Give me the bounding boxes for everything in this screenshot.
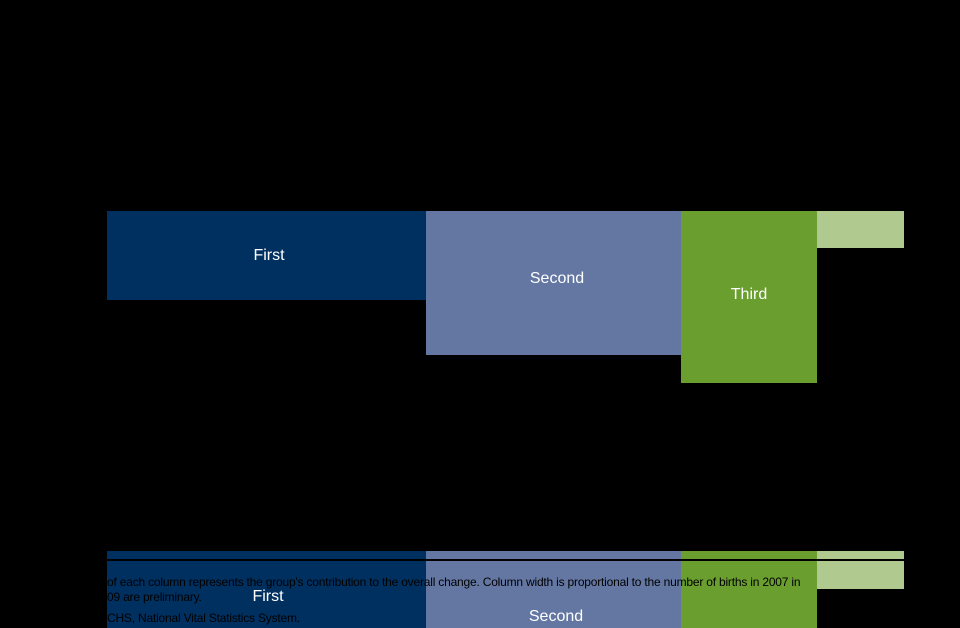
zero-axis-line-top (107, 210, 904, 211)
footnote-line-1-clip: of each column represents the group's co… (107, 575, 904, 589)
bar-second-top (426, 211, 681, 355)
footnote-line-3: CHS, National Vital Statistics System. (107, 611, 300, 625)
bar-label-third-top: Third (730, 286, 768, 303)
bar-second-bottom (426, 551, 681, 628)
bar-label-first-top: First (253, 247, 285, 264)
bar-first-bottom (107, 551, 426, 628)
bar-label-first-bottom: First (252, 588, 284, 605)
zero-axis-line-bottom (107, 559, 904, 561)
bar-first-top (107, 211, 426, 300)
bar-fourth-top (817, 211, 904, 248)
footnote-line-2: 09 are preliminary. (107, 590, 202, 604)
bar-third-bottom (681, 551, 817, 628)
bar-fourth-bottom (817, 551, 904, 589)
bar-label-second-top: Second (529, 270, 585, 287)
footnote-line-1: of each column represents the group's co… (107, 575, 801, 589)
bar-label-second-bottom: Second (528, 608, 584, 625)
bar-third-top (681, 211, 817, 383)
